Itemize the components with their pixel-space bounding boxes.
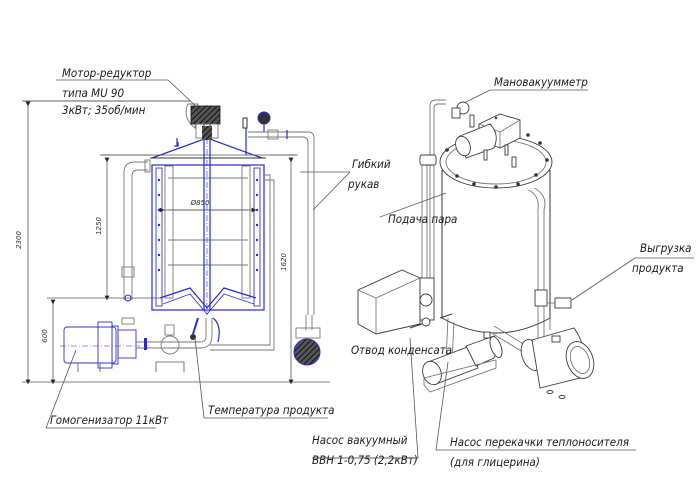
label-product-temperature: Температура продукта (208, 403, 334, 417)
dimension-diameter-label: Ø850 (190, 199, 210, 207)
manometer-left (174, 111, 315, 315)
label-motor-reducer-2: типа MU 90 (62, 86, 125, 100)
label-vacuum-pump-1: Насос вакуумный (312, 433, 408, 447)
label-steam-supply: Подача пара (388, 212, 457, 226)
heat-transfer-pump-left (293, 315, 321, 366)
right-view: Мановакуумметр Подача пара Выгрузка прод… (312, 75, 694, 469)
left-view: 2300 1250 600 1620 (15, 66, 391, 429)
motor-reducer (185, 103, 221, 140)
dimension-diameter: Ø850 (159, 199, 257, 213)
side-piping (419, 99, 551, 340)
dimension-inner-height-label: 1250 (95, 217, 103, 235)
unload-valve (534, 289, 572, 309)
dimension-inner-height: 1250 (95, 154, 150, 301)
label-motor-reducer-3: 3кВт; 35об/мин (62, 103, 146, 117)
label-product-unload-1: Выгрузка (640, 241, 692, 255)
control-box (357, 269, 435, 335)
label-flexible-hose-2: рукав (347, 177, 379, 191)
isometric-motor (455, 113, 521, 161)
vacuum-pump-iso (422, 331, 503, 393)
label-heat-transfer-pump-1: Насос перекачки теплоносителя (450, 435, 629, 449)
label-flexible-hose-1: Гибкий (352, 157, 391, 171)
circulation-pipe (121, 159, 275, 351)
label-motor-reducer-1: Мотор-редуктор (62, 66, 152, 80)
dimension-total-height-label: 2300 (15, 231, 23, 249)
homogenizer (60, 317, 220, 372)
manometer-right (451, 101, 475, 128)
label-condensate-drain: Отвод конденсата (351, 343, 452, 357)
condensate-outlet (409, 313, 453, 329)
leader-lines-right (312, 89, 694, 459)
dimension-base-height: 600 (41, 297, 160, 385)
dimension-jacket-height-label: 1620 (280, 253, 288, 271)
heat-transfer-pump-iso (520, 327, 595, 399)
label-product-unload-2: продукта (632, 261, 684, 275)
dimension-base-height-label: 600 (41, 329, 49, 343)
label-vacuum-pump-2: ВВН 1-0,75 (2,2кВт) (312, 453, 418, 467)
leader-lines-left (22, 79, 351, 429)
label-homogenizer: Гомогенизатор 11кВт (50, 413, 169, 427)
label-heat-transfer-pump-2: (для глицерина) (450, 455, 540, 469)
label-manometer: Мановакуумметр (494, 75, 588, 89)
